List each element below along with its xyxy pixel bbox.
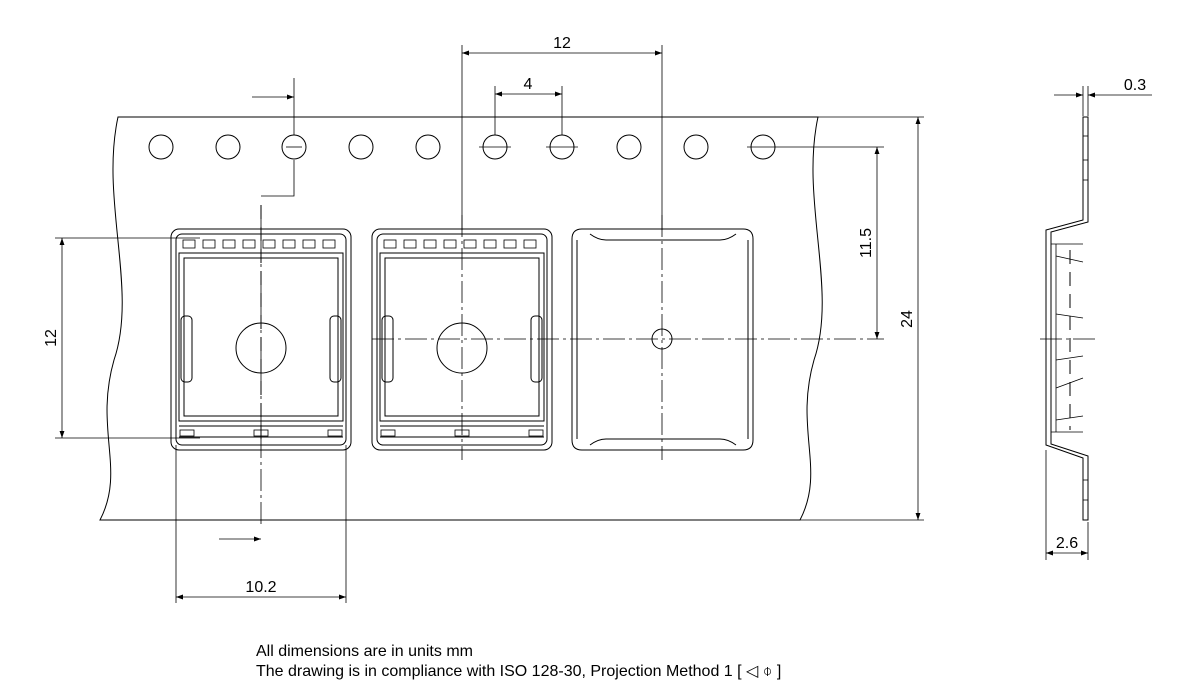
dim-pocket-10-2: [175, 445, 347, 603]
dim-label-10-2: 10.2: [245, 579, 276, 596]
reference-arrows: [219, 78, 295, 542]
dim-label-11-5: 11.5: [858, 228, 875, 258]
dim-label-12-left: 12: [43, 329, 60, 347]
dim-label-4: 4: [524, 76, 533, 93]
centre-lines: [260, 205, 884, 525]
dim-depth-2-6: [1045, 450, 1089, 560]
dim-pitch-12: [461, 45, 663, 230]
dim-hole-pitch-4: [494, 86, 563, 135]
side-section-view: [1040, 116, 1098, 521]
dim-label-12-top: 12: [553, 35, 571, 52]
dim-label-2-6: 2.6: [1056, 535, 1078, 552]
dim-pocket-12: [55, 237, 200, 439]
pocket-3-empty: [571, 228, 754, 451]
dim-thickness-0-3: [1054, 86, 1152, 116]
notes-line-1: All dimensions are in units mm: [256, 643, 473, 660]
dim-label-24: 24: [899, 310, 916, 328]
notes-line-2: The drawing is in compliance with ISO 12…: [256, 663, 782, 680]
dim-offset-11-5: [779, 146, 884, 339]
drawing-notes: All dimensions are in units mm The drawi…: [256, 642, 1156, 682]
carrier-tape-outline: [99, 116, 823, 521]
dim-label-0-3: 0.3: [1124, 77, 1146, 94]
dim-width-24: [800, 116, 924, 521]
